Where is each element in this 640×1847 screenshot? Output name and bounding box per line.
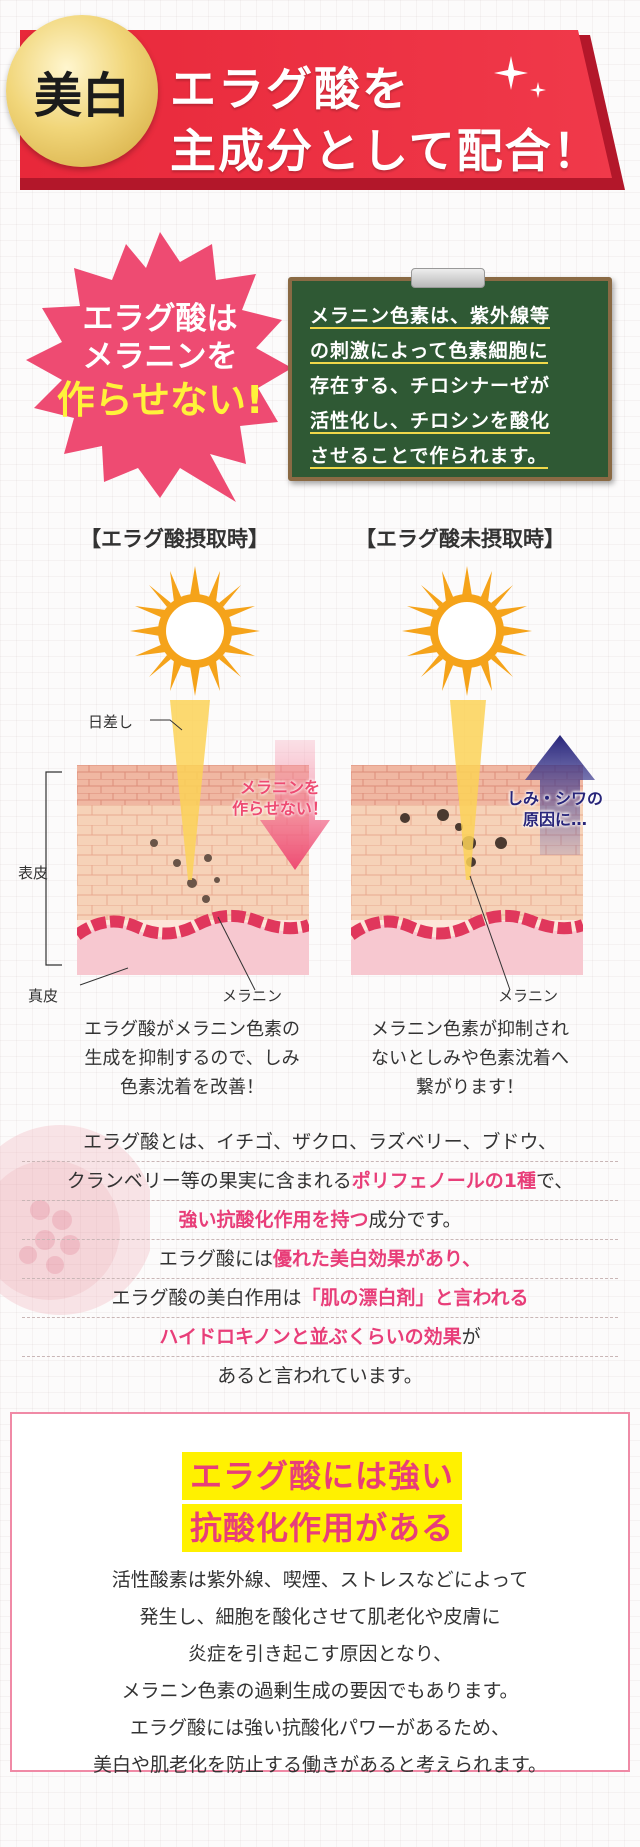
sparkle-small-icon (530, 82, 546, 98)
box-body: 活性酸素は紫外線、喫煙、ストレスなどによって 発生し、細胞を酸化させて肌老化や皮… (92, 1569, 548, 1776)
explain-row7: あると言われています。 (217, 1365, 423, 1387)
explain-row4: エラグ酸には優れた美白効果があり、 (22, 1240, 618, 1279)
chalkboard-line2: の刺激によって色素細胞に (310, 340, 549, 364)
banner-title: エラグ酸を 主成分として配合！ (170, 58, 610, 182)
burst-text: エラグ酸は メラニンを 作らせない! (20, 300, 300, 424)
left-description: エラグ酸がメラニン色素の 生成を抑制するので、しみ 色素沈着を改善！ (84, 1019, 300, 1098)
chalkboard-line4: 活性化し、チロシンを酸化 (310, 410, 551, 434)
sun-icon (402, 566, 532, 696)
burst-line1: エラグ酸は (82, 301, 238, 337)
explanation-text: エラグ酸とは、イチゴ、ザクロ、ラズベリー、ブドウ、 クランベリー等の果実に含まれ… (22, 1123, 618, 1396)
explain-row6: ハイドロキノンと並ぶくらいの効果が (22, 1318, 618, 1357)
down-arrow-icon (260, 740, 330, 870)
sun-icon (130, 566, 260, 696)
antioxidant-box: エラグ酸には強い 抗酸化作用がある 活性酸素は紫外線、喫煙、ストレスなどによって… (10, 1412, 632, 1776)
header-banner: 美白 エラグ酸を 主成分として配合！ (0, 0, 640, 205)
melanin-label-right: メラニン (498, 987, 559, 1005)
leader-lines (45, 719, 511, 991)
right-arrow-text: しみ・シワの 原因に… (506, 789, 603, 829)
banner-title-line2: 主成分として配合！ (170, 124, 601, 178)
up-arrow-icon (525, 735, 595, 855)
sunlight-beam-right (450, 700, 486, 880)
explain-row2: クランベリー等の果実に含まれるポリフェノールの1種で、 (22, 1162, 618, 1201)
left-arrow-text: メラニンを 作らせない！ (232, 778, 328, 818)
explain-row1: エラグ酸とは、イチゴ、ザクロ、ラズベリー、ブドウ、 (22, 1123, 618, 1162)
clip-icon (411, 268, 485, 288)
dermis-label: 真皮 (28, 987, 59, 1005)
sunlight-label: 日差し (88, 713, 134, 731)
pomegranate-decoration (0, 1125, 150, 1315)
left-column-title: 【エラグ酸摂取時】 (80, 527, 269, 551)
box-heading-line2: 抗酸化作用がある (12, 1504, 632, 1552)
explain-row3: 強い抗酸化作用を持つ成分です。 (22, 1201, 618, 1240)
right-column-title: 【エラグ酸未摂取時】 (355, 527, 565, 551)
box-heading-line1: エラグ酸には強い (12, 1452, 632, 1500)
melanin-label-left: メラニン (222, 987, 283, 1005)
burst-line3: 作らせない! (56, 378, 264, 422)
right-description: メラニン色素が抑制され ないとしみや色素沈着へ 繋がります！ (371, 1019, 569, 1098)
chalkboard-line3: 存在する、チロシナーゼが (310, 375, 551, 397)
banner-ribbon (20, 30, 625, 190)
starburst-bubble (26, 232, 292, 502)
epidermis-label: 表皮 (18, 864, 49, 882)
sunlight-beam-left (170, 700, 210, 880)
sparkle-icon (494, 56, 528, 90)
burst-line2: メラニンを (82, 339, 238, 375)
explain-row5: エラグ酸の美白作用は「肌の漂白剤」と言われる (22, 1279, 618, 1318)
chalkboard-line1: メラニン色素は、紫外線等 (310, 305, 551, 329)
chalkboard: メラニン色素は、紫外線等 の刺激によって色素細胞に 存在する、チロシナーゼが 活… (288, 277, 612, 481)
chalkboard-line5: させることで作られます。 (310, 445, 548, 469)
badge-label: 美白 (33, 68, 130, 124)
banner-title-line1: エラグ酸を (170, 62, 410, 116)
whitening-badge: 美白 (6, 15, 158, 167)
